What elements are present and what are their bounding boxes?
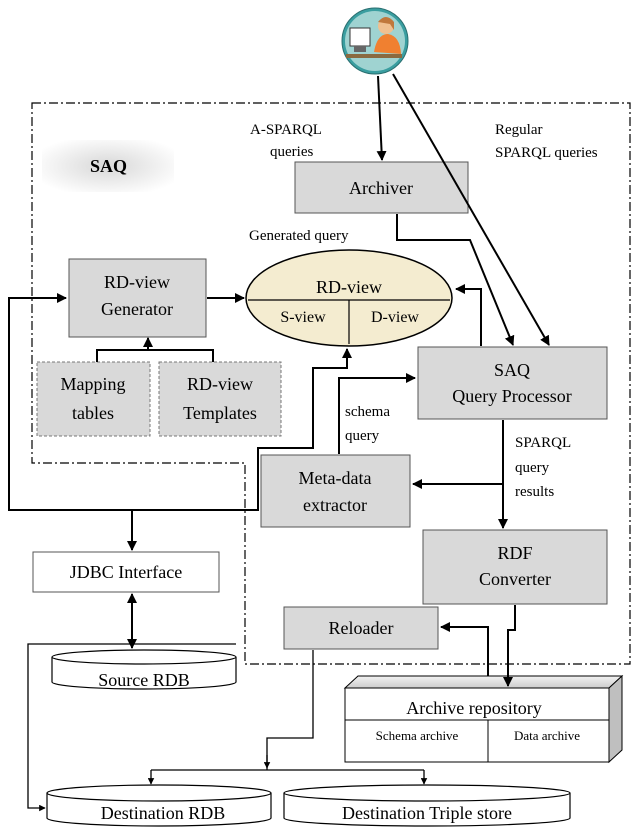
mapping-tables-label-2: tables: [72, 403, 114, 423]
rdview-label: RD-view: [316, 277, 382, 297]
rdview-templates-label-2: Templates: [183, 403, 257, 423]
reloader-label: Reloader: [329, 618, 394, 638]
sview-label: S-view: [280, 309, 326, 326]
saq-system-boundary: [31, 102, 631, 665]
metadata-extractor-label-1: Meta-data: [299, 468, 372, 488]
reloader-box: [283, 606, 439, 650]
rdf-converter-box: [422, 529, 608, 605]
user-at-computer-icon: [341, 7, 409, 75]
metadata-extractor-label-2: extractor: [303, 495, 367, 515]
mapping-tables-box: [36, 361, 151, 437]
rdview-generator-label-2: Generator: [101, 299, 173, 319]
schema-query-label-2: query: [345, 428, 380, 444]
mapping-tables-label-1: Mapping: [61, 374, 126, 394]
destination-triple-store-label: Destination Triple store: [342, 803, 512, 823]
reloader-to-destinations-line: [266, 650, 314, 770]
mapping-to-generator-line: [96, 349, 214, 362]
source-rdb-label: Source RDB: [98, 670, 190, 690]
sparql-results-label: SPARQL: [515, 435, 571, 451]
sparql-results-label-2: query: [515, 460, 550, 476]
query-processor-to-metadata-arrow: [412, 420, 504, 489]
data-archive-label: Data archive: [514, 728, 580, 743]
rdf-converter-label-1: RDF: [497, 543, 532, 563]
query-processor-box: [417, 346, 608, 420]
rdf-converter-label-2: Converter: [479, 569, 551, 589]
destination-triple-store-cylinder: [283, 784, 571, 827]
a-sparql-label-2: queries: [270, 144, 313, 160]
jdbc-to-generator-arrow: [8, 293, 132, 511]
a-sparql-label: A-SPARQL: [250, 122, 322, 138]
user-to-archiver-arrow: [376, 75, 387, 161]
rdview-ellipse: [245, 249, 453, 347]
archive-repository-box: [343, 674, 624, 764]
regular-sparql-label-2: SPARQL queries: [495, 145, 598, 161]
jdbc-interface-label: JDBC Interface: [70, 562, 182, 582]
rdview-templates-box: [158, 361, 282, 437]
rdview-templates-label-1: RD-view: [187, 374, 253, 394]
archive-to-reloader-arrow: [440, 622, 489, 676]
query-processor-label-1: SAQ: [494, 360, 530, 380]
generated-query-label: Generated query: [249, 228, 349, 244]
rdview-generator-label-1: RD-view: [104, 272, 170, 292]
source-rdb-cylinder: [51, 649, 237, 690]
dview-label: D-view: [371, 309, 419, 326]
jdbc-interface-box: [32, 551, 220, 593]
jdbc-to-rdview-arrow: [132, 348, 352, 511]
query-processor-to-rdview-arrow: [455, 284, 482, 346]
rdf-to-archive-arrow: [503, 605, 516, 687]
destination-rdb-cylinder: [46, 784, 272, 827]
source-to-destination-rdb-arrow: [27, 643, 236, 812]
metadata-extractor-box: [260, 454, 411, 528]
schema-archive-label: Schema archive: [376, 728, 459, 743]
user-to-query-processor-arrow: [392, 73, 550, 346]
schema-query-arrow: [338, 373, 416, 454]
destination-rdb-label: Destination RDB: [101, 803, 226, 823]
archiver-to-query-processor-arrow: [396, 214, 515, 346]
archiver-box: [294, 161, 469, 214]
saq-badge-bg: [42, 140, 174, 192]
saq-title: SAQ: [90, 156, 127, 176]
sparql-results-label-3: results: [515, 484, 554, 500]
regular-sparql-label: Regular: [495, 122, 542, 138]
query-processor-label-2: Query Processor: [452, 386, 571, 406]
archive-repository-label: Archive repository: [406, 698, 541, 718]
schema-query-label: schema: [345, 404, 390, 420]
archiver-label: Archiver: [349, 178, 413, 198]
rdview-generator-box: [68, 258, 207, 338]
